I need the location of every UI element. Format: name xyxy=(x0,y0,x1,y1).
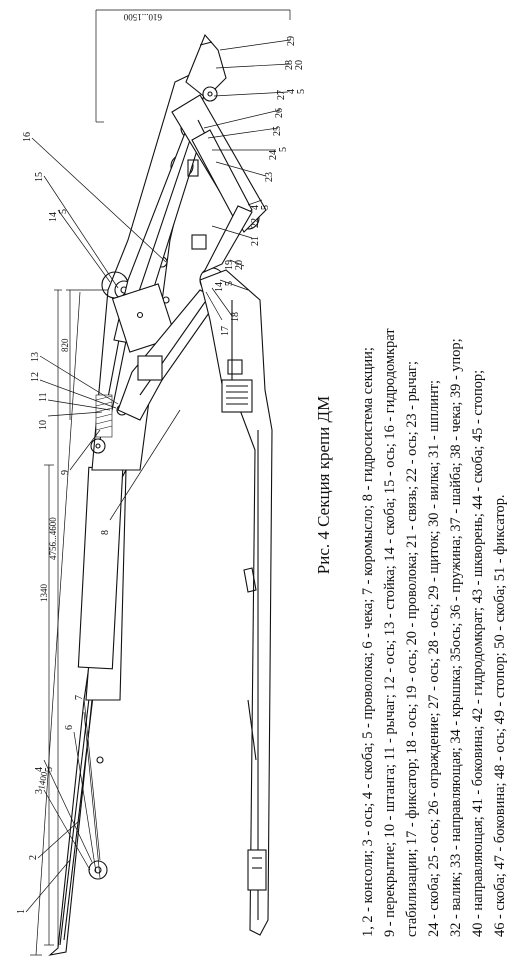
callout-24-sub: 5 xyxy=(278,147,289,152)
callout-14r: 14 xyxy=(214,282,225,292)
callout-15: 15 xyxy=(34,172,45,182)
callout-28: 28 xyxy=(284,60,295,70)
callout-24: 24 xyxy=(268,150,279,160)
lemniscate-links xyxy=(171,94,267,274)
callout-4r-sub: 5 xyxy=(260,205,271,210)
callout-8: 8 xyxy=(100,530,111,535)
callout-6: 6 xyxy=(64,725,75,730)
callout-12: 12 xyxy=(30,372,41,382)
dimension-labels: 1400 1340 4756...4600 820 610...1500 xyxy=(36,12,162,790)
legend-line-2: 9 - перекрытие; 10 - штанга; 11 - рычаг;… xyxy=(382,328,398,937)
legend-line-7: 46 - скоба; 47 - боковина; 48 - ось; 49 … xyxy=(492,494,508,937)
callout-21: 21 xyxy=(250,236,261,246)
callout-16: 16 xyxy=(22,132,33,142)
callout-27-sub1: 4 xyxy=(286,89,297,94)
callout-26: 26 xyxy=(274,108,285,118)
callout-14r-sub: 5 xyxy=(224,281,235,286)
callout-14: 14 xyxy=(48,212,59,222)
dim-820: 820 xyxy=(60,338,70,352)
dim-4756-4600: 4756...4600 xyxy=(48,517,58,560)
dim-1400: 1400 xyxy=(36,770,49,790)
legend-line-3: стабилизации; 17 - фиксатор; 18 - ось; 1… xyxy=(404,361,420,937)
callout-10: 10 xyxy=(38,420,49,430)
callout-13: 13 xyxy=(30,352,41,362)
legend-line-1: 1, 2 - консоли; 3 - ось; 4 - скоба; 5 - … xyxy=(360,347,376,937)
callout-19-sub: 20 xyxy=(234,260,245,270)
base-skid xyxy=(199,269,273,936)
callout-9: 9 xyxy=(60,470,71,475)
callout-19: 19 xyxy=(224,260,235,270)
callout-7: 7 xyxy=(74,695,85,700)
dim-1340: 1340 xyxy=(39,584,49,603)
callout-4: 4 xyxy=(34,767,45,772)
callout-11: 11 xyxy=(38,392,49,402)
callout-25: 25 xyxy=(272,126,283,136)
callout-18: 18 xyxy=(230,312,241,322)
legend-line-5: 32 - валик; 33 - направляющая; 34 - крыш… xyxy=(448,338,464,937)
callout-5: 5 xyxy=(44,767,55,772)
figure-title: Рис. 4 Секция крепи ДМ xyxy=(314,395,333,575)
callout-28-sub: 20 xyxy=(294,60,305,70)
dimension-lines xyxy=(30,9,291,956)
callout-17: 17 xyxy=(220,326,231,336)
legend-line-4: 24 - скоба; 25 - ось; 26 - ограждение; 2… xyxy=(426,380,442,937)
callout-22: 22 xyxy=(250,218,261,228)
callout-27-sub2: 5 xyxy=(296,89,307,94)
callout-14-sub: 5 xyxy=(58,209,69,214)
callout-29: 29 xyxy=(286,36,297,46)
stabilization-jack xyxy=(111,119,205,353)
legend-line-6: 40 - направляющая; 41 - боковина; 42 - г… xyxy=(470,369,486,937)
callout-3: 3 xyxy=(34,789,45,794)
callout-labels: 1 2 3 4 5 6 7 8 9 10 11 12 13 14 5 15 16… xyxy=(16,36,307,914)
leader-lines xyxy=(25,39,291,913)
dim-610-1500: 610...1500 xyxy=(123,12,162,22)
canopy-assembly xyxy=(48,33,227,956)
callout-27: 27 xyxy=(276,90,287,100)
callout-2: 2 xyxy=(28,855,39,860)
caption-block: Рис. 4 Секция крепи ДМ 1, 2 - консоли; 3… xyxy=(308,5,518,965)
callout-23: 23 xyxy=(264,172,275,182)
callout-4r: 4 xyxy=(250,205,261,210)
callout-1: 1 xyxy=(16,909,27,914)
